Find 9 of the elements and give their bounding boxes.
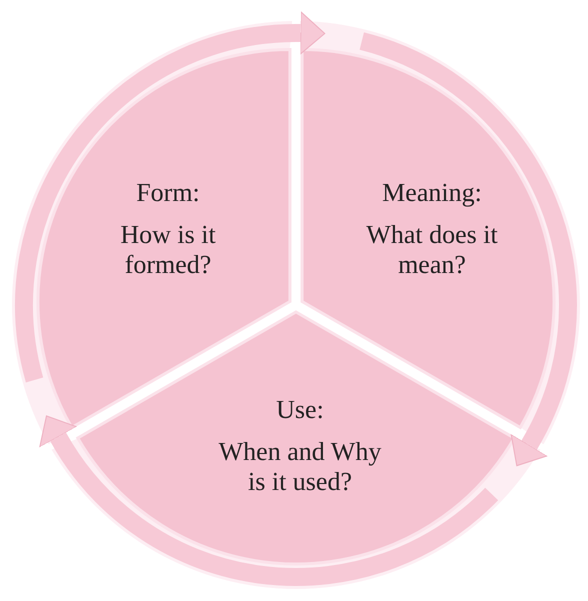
- curved-arrow: [40, 416, 498, 586]
- curved-arrow: [359, 32, 577, 467]
- segment-heading: Meaning:: [382, 178, 482, 208]
- curved-arrow: [15, 12, 326, 382]
- segment-question: How is it formed?: [119, 220, 217, 280]
- segment-heading: Form:: [136, 178, 200, 208]
- segment-heading: Use:: [276, 395, 324, 425]
- segment-question: What does it mean?: [365, 220, 499, 280]
- segment-question: When and Why is it used?: [218, 436, 382, 497]
